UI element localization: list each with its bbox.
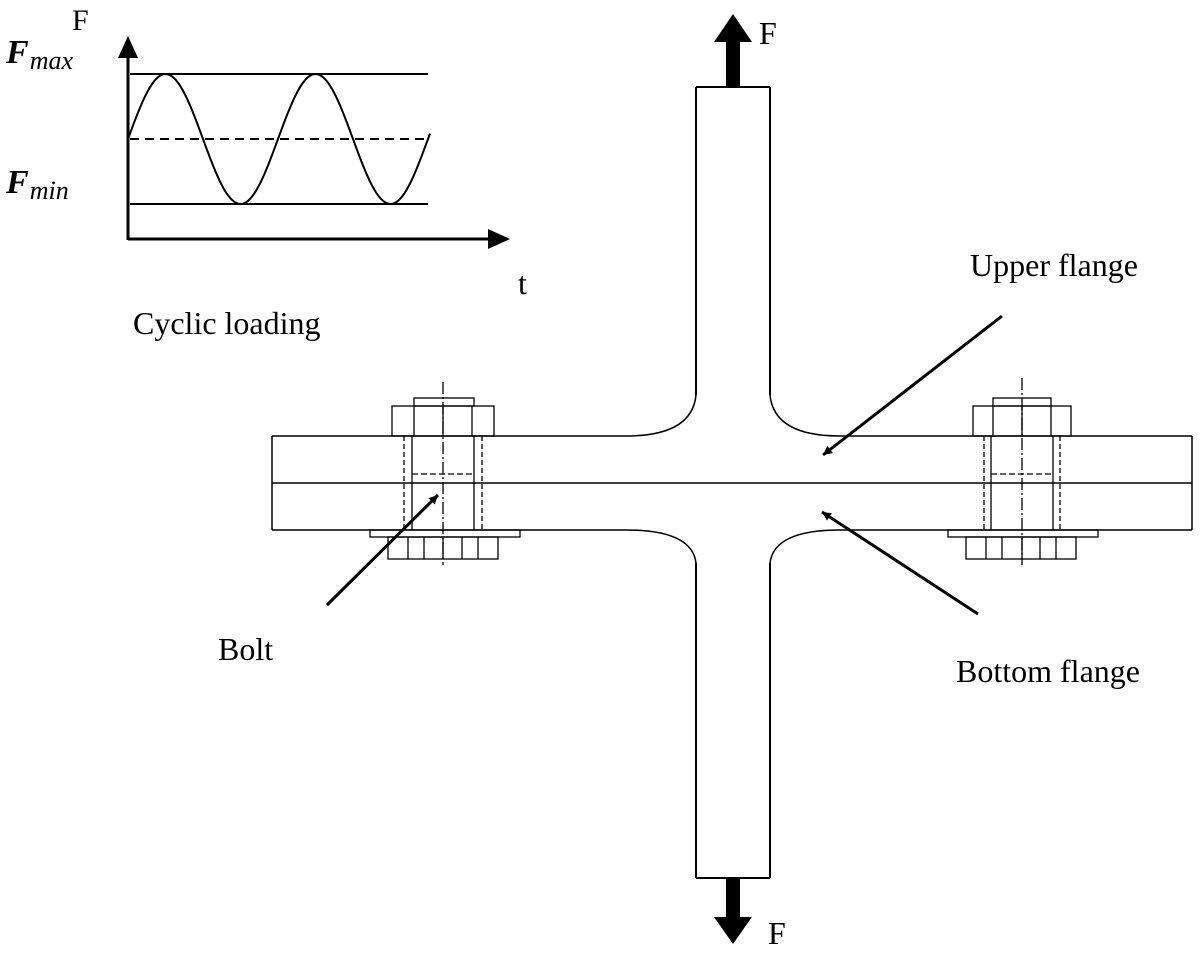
- bolt-label: Bolt: [218, 631, 273, 667]
- upper-flange-label: Upper flange: [970, 247, 1138, 283]
- bottom-force-label: F: [768, 915, 786, 951]
- flange-plates: [271, 435, 1193, 531]
- f-max-label: Fmax: [5, 34, 73, 75]
- y-axis-label: F: [72, 4, 89, 37]
- bottom-flange-callout: Bottom flange: [821, 510, 1140, 689]
- left-bolt-assembly: [369, 382, 521, 565]
- upper-flange-callout: Upper flange: [822, 247, 1138, 457]
- y-axis-arrowhead: [118, 36, 138, 58]
- chart-caption: Cyclic loading: [133, 305, 321, 341]
- bottom-flange-label: Bottom flange: [956, 653, 1140, 689]
- sine-wave: [127, 72, 431, 206]
- right-bolt-assembly: [947, 378, 1099, 565]
- top-load-arrow: F: [714, 14, 777, 87]
- bolt-callout: Bolt: [218, 493, 440, 667]
- f-min-label: Fmin: [5, 164, 69, 205]
- x-axis-arrowhead: [488, 229, 510, 249]
- cyclic-loading-chart: F t Fmax Fmin Cyclic loading: [5, 4, 527, 341]
- x-axis-label: t: [518, 265, 527, 301]
- top-force-label: F: [759, 15, 777, 51]
- bottom-load-arrow: F: [714, 878, 786, 951]
